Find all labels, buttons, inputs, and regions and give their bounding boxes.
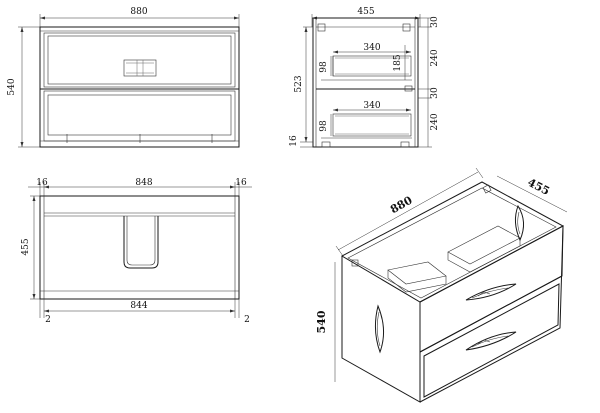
back-handle-icon: [514, 204, 524, 242]
side-drawer1-inner-label: 185: [393, 54, 403, 71]
side-drawer2-box-label: 98: [319, 120, 329, 132]
top-left-panel-label: 16: [36, 178, 48, 188]
side-drawer1-width-label: 340: [363, 43, 380, 53]
top-right-panel-label: 16: [235, 178, 247, 188]
isometric-view: 880 455 540: [315, 167, 568, 403]
side-bottom-label: 16: [289, 135, 299, 147]
front-view: 880 540: [7, 7, 240, 148]
iso-top-rim: [340, 181, 565, 303]
side-drawer1-height-label: 240: [430, 49, 440, 66]
iso-lower-drawer-front: [423, 283, 560, 398]
iso-depth-label: 455: [525, 176, 551, 198]
side-body-outline: [312, 17, 419, 148]
top-bottom-width-label: 844: [130, 301, 147, 311]
iso-inner-box-right: [447, 225, 521, 265]
side-drawer2-height-label: 240: [430, 113, 440, 130]
side-mid-gap-label: 30: [430, 87, 440, 99]
side-lower-drawer: [332, 113, 412, 137]
siphon-u-cutout: [123, 216, 159, 269]
front-upper-drawer: [43, 32, 236, 88]
lower-handle-icon: [465, 331, 517, 351]
top-inner-width-label: 848: [135, 178, 152, 188]
top-left-gap-label: 2: [45, 315, 51, 325]
top-right-gap-label: 2: [244, 315, 250, 325]
side-drawer2-width-label: 340: [363, 101, 380, 111]
front-lower-drawer: [43, 90, 236, 142]
upper-handle-icon: [465, 283, 517, 301]
front-body-outline: [39, 26, 240, 148]
side-drawer1-box-label: 98: [319, 61, 329, 73]
top-depth-label: 455: [21, 238, 31, 255]
iso-inner-box-left: [387, 261, 447, 285]
front-height-label: 540: [7, 78, 17, 95]
side-depth-label: 455: [357, 7, 374, 17]
side-handle-icon: [374, 304, 384, 354]
top-body-outline: [39, 195, 240, 300]
side-view: 455 340 98 185: [289, 7, 440, 148]
top-view: 16 848 16 455 844 2 2: [21, 178, 252, 325]
front-width-label: 880: [130, 7, 147, 17]
iso-height-label: 540: [315, 310, 328, 333]
siphon-cutout: [123, 59, 157, 77]
iso-width-label: 880: [388, 194, 415, 217]
side-top-offset-label: 30: [430, 16, 440, 28]
side-total-height-label: 523: [294, 75, 304, 92]
iso-left-side: [341, 256, 421, 403]
